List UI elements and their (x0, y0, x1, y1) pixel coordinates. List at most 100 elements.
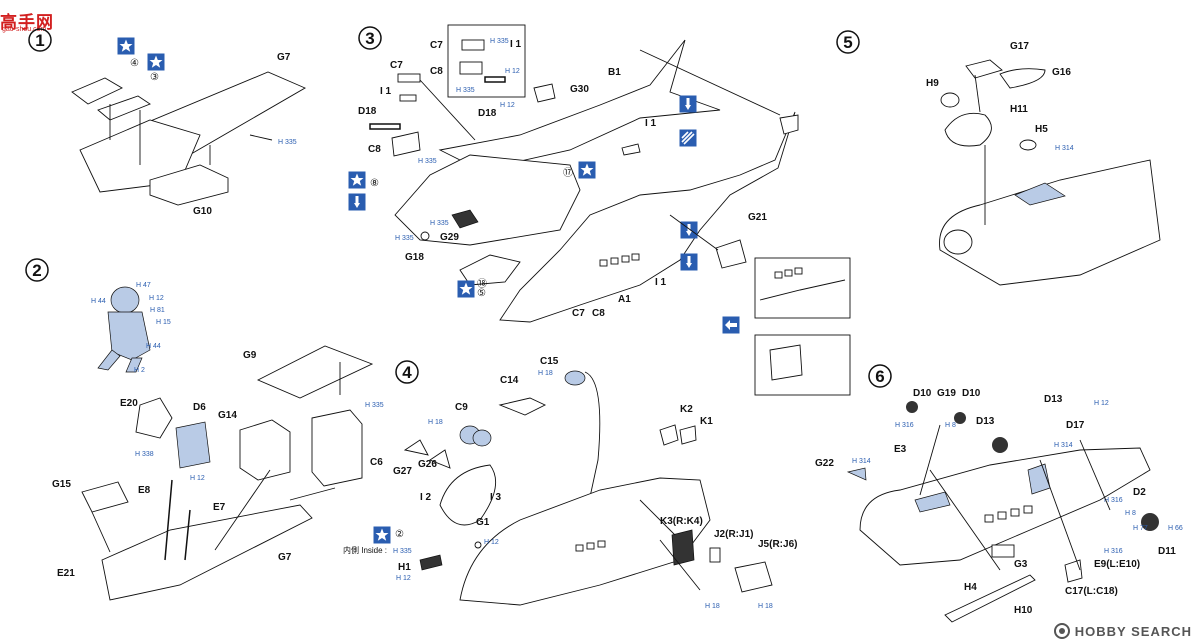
part-label-g19: G19 (937, 388, 956, 399)
callout-8: ⑧ (370, 178, 379, 189)
part-label-e9: E9(L:E10) (1094, 559, 1140, 570)
color-code: H 12 (505, 68, 520, 75)
step-number-circle (28, 28, 52, 52)
color-code: H 77 (1133, 525, 1148, 532)
part-c14 (498, 397, 547, 416)
fuselage-underside (859, 447, 1151, 566)
detail-box-step (754, 334, 851, 396)
callout-2: ② (395, 529, 404, 540)
watermark-text: 高手网 (0, 12, 54, 32)
color-code: H 12 (190, 475, 205, 482)
part-label-g29: G29 (440, 232, 459, 243)
instrument-panel (71, 77, 123, 105)
part-label-h9: H9 (926, 78, 939, 89)
star-icon (457, 280, 475, 298)
paint-brush-icon (680, 253, 698, 271)
part-label-g27: G27 (393, 466, 412, 477)
part-g10 (149, 164, 229, 206)
part-label-k1: K1 (700, 416, 713, 427)
callout-17: ⑰ (563, 167, 573, 179)
fuselage-assembly (459, 477, 711, 606)
pilot-helmet (110, 286, 140, 314)
part-label-c9: C9 (455, 402, 468, 413)
seat-d6 (175, 421, 211, 469)
color-code: H 12 (500, 102, 515, 109)
part-label-g1: G1 (476, 517, 490, 528)
color-code: H 44 (146, 343, 161, 350)
cabin-interior (394, 154, 581, 246)
color-code: H 18 (428, 419, 443, 426)
rotor-hub (564, 370, 586, 386)
color-code: H 335 (456, 87, 475, 94)
color-code: H 316 (895, 422, 914, 429)
part-label-i1: I 1 (380, 86, 392, 97)
color-code: H 8 (1125, 510, 1136, 517)
color-code: H 335 (490, 38, 509, 45)
color-code: H 314 (1055, 145, 1074, 152)
step-6: 6 D10 G19 D10 H 316 H 8 D13 D13 D17 H 12… (815, 364, 1183, 623)
step-number: 2 (32, 261, 41, 280)
part-label-c7: C7 (572, 308, 585, 319)
part-label-g7: G7 (278, 552, 292, 563)
hobby-search-logo-icon (1053, 623, 1070, 639)
step-number: 5 (843, 33, 852, 52)
part-label-e21: E21 (57, 568, 75, 579)
part-h10 (944, 574, 1036, 623)
part-g15 (81, 481, 129, 513)
part-label-g26: G26 (418, 459, 437, 470)
part-label-c8: C8 (368, 144, 381, 155)
color-code: H 18 (538, 370, 553, 377)
color-code: H 335 (365, 402, 384, 409)
star-icon (147, 53, 165, 71)
part-label-d17: D17 (1066, 420, 1085, 431)
step-5: 5 G17 G16 H9 H11 H5 H 314 (836, 30, 1161, 286)
part-label-c17: C17(L:C18) (1065, 586, 1118, 597)
color-code: H 316 (1104, 497, 1123, 504)
engine-intake-i2 (439, 464, 497, 526)
part-label-g16: G16 (1052, 67, 1071, 78)
part-g21 (715, 239, 747, 269)
part-label-h4: H4 (964, 582, 977, 593)
color-code: H 15 (156, 319, 171, 326)
color-code: H 335 (393, 548, 412, 555)
color-code: H 2 (134, 367, 145, 374)
part-label-i1: I 1 (510, 39, 522, 50)
part-label-g7: G7 (277, 52, 291, 63)
decal-icon (678, 128, 698, 148)
part-label-d6: D6 (193, 402, 206, 413)
watermark-url: gao-shou.com (2, 26, 47, 33)
part-label-g21: G21 (748, 212, 767, 223)
step-number: 6 (875, 367, 884, 386)
part-label-g10: G10 (193, 206, 212, 217)
part-label-i3: I 3 (490, 492, 502, 503)
part-label-d2: D2 (1133, 487, 1146, 498)
part-label-d18: D18 (478, 108, 497, 119)
part-label-a1: A1 (618, 294, 631, 305)
part-label-d13: D13 (976, 416, 995, 427)
part-label-i2: I 2 (420, 492, 432, 503)
nose-section (939, 159, 1161, 286)
step-3: 3 C7 C8 I 1 H 335 H 12 H 335 B1 G30 D18 … (348, 24, 851, 396)
part-label-b1: B1 (608, 67, 621, 78)
inside-label: 内側 Inside : (343, 545, 387, 555)
part-label-c6: C6 (370, 457, 383, 468)
color-code: H 12 (149, 295, 164, 302)
paint-brush-icon (679, 95, 697, 113)
part-label-h5: H5 (1035, 124, 1048, 135)
brand-watermark: HOBBY SEARCH (1053, 623, 1192, 639)
step-number: 3 (365, 29, 374, 48)
star-icon (117, 37, 135, 55)
pilot-figure-e20 (135, 397, 173, 439)
part-label-d10: D10 (962, 388, 981, 399)
callout-18: ⑱ (477, 278, 487, 290)
star-icon (348, 171, 366, 189)
detail-inset (447, 24, 526, 98)
color-code: H 314 (1054, 442, 1073, 449)
star-icon (578, 161, 596, 179)
color-code: H 12 (396, 575, 411, 582)
part-label-d11: D11 (1158, 546, 1176, 557)
step-number: 1 (35, 31, 44, 50)
part-label-g17: G17 (1010, 41, 1029, 52)
star-icon (373, 526, 391, 544)
color-code: H 44 (91, 298, 106, 305)
